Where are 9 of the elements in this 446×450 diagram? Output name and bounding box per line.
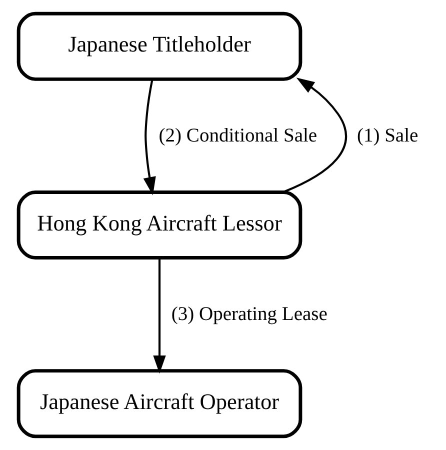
- edge-label: (3) Operating Lease: [171, 304, 328, 326]
- edge-label: (2) Conditional Sale: [158, 126, 318, 147]
- node-box: Japanese Aircraft Operator: [16, 369, 302, 438]
- node-box: Hong Kong Aircraft Lessor: [16, 190, 302, 260]
- arrow: [143, 79, 156, 196]
- arrow: [153, 258, 166, 374]
- edge-label: (1) Sale: [356, 126, 418, 147]
- arrow: [283, 78, 347, 193]
- node-box: Japanese Titleholder: [16, 12, 302, 81]
